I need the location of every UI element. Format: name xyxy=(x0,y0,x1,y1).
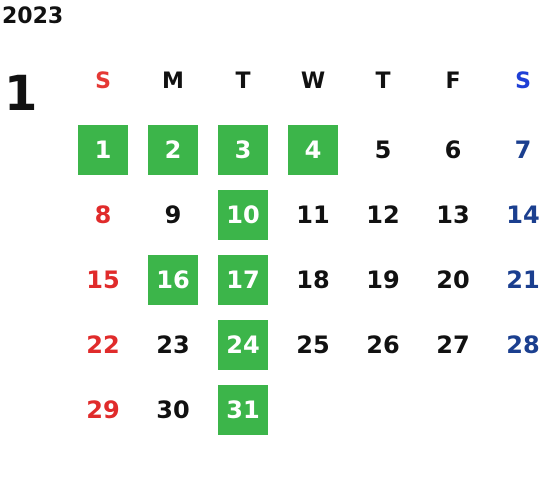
calendar-day-number: 20 xyxy=(436,266,470,294)
calendar-day-number: 16 xyxy=(148,255,198,305)
month-number: 1 xyxy=(4,66,38,122)
calendar-day-19[interactable]: 19 xyxy=(348,250,418,310)
calendar-day-6[interactable]: 6 xyxy=(418,120,488,180)
calendar-day-number: 8 xyxy=(94,201,112,229)
calendar-day-number: 30 xyxy=(156,396,190,424)
calendar-day-4[interactable]: 4 xyxy=(278,120,348,180)
calendar-day-number: 25 xyxy=(296,331,330,359)
calendar-day-7[interactable]: 7 xyxy=(488,120,548,180)
calendar-day-12[interactable]: 12 xyxy=(348,185,418,245)
weekday-header-tue: T xyxy=(235,69,251,94)
calendar-day-number: 26 xyxy=(366,331,400,359)
weekday-header-sat: S xyxy=(515,69,531,94)
calendar-day-number: 23 xyxy=(156,331,190,359)
calendar-day-3[interactable]: 3 xyxy=(208,120,278,180)
calendar-day-number: 18 xyxy=(296,266,330,294)
calendar-day-number: 15 xyxy=(86,266,120,294)
calendar-day-2[interactable]: 2 xyxy=(138,120,208,180)
calendar-day-31[interactable]: 31 xyxy=(208,380,278,440)
calendar-day-30[interactable]: 30 xyxy=(138,380,208,440)
calendar-day-number: 17 xyxy=(218,255,268,305)
weekday-header-thu: T xyxy=(375,69,391,94)
calendar-day-number: 1 xyxy=(78,125,128,175)
calendar-day-number: 24 xyxy=(218,320,268,370)
calendar-day-21[interactable]: 21 xyxy=(488,250,548,310)
calendar-day-number: 22 xyxy=(86,331,120,359)
calendar-day-25[interactable]: 25 xyxy=(278,315,348,375)
calendar-day-16[interactable]: 16 xyxy=(138,250,208,310)
calendar-day-number: 27 xyxy=(436,331,470,359)
calendar-day-number: 11 xyxy=(296,201,330,229)
calendar-day-9[interactable]: 9 xyxy=(138,185,208,245)
weekday-header-fri: F xyxy=(445,69,461,94)
calendar-day-18[interactable]: 18 xyxy=(278,250,348,310)
calendar-day-15[interactable]: 15 xyxy=(68,250,138,310)
calendar-day-number: 7 xyxy=(514,136,532,164)
calendar-day-number: 9 xyxy=(164,201,182,229)
calendar-day-number: 28 xyxy=(506,331,540,359)
calendar-day-number: 5 xyxy=(374,136,392,164)
calendar-day-20[interactable]: 20 xyxy=(418,250,488,310)
weekday-header-sun: S xyxy=(95,69,111,94)
calendar-day-number: 2 xyxy=(148,125,198,175)
calendar-day-number: 13 xyxy=(436,201,470,229)
weekday-header-row: S M T W T F S xyxy=(68,65,548,99)
calendar-day-13[interactable]: 13 xyxy=(418,185,488,245)
calendar-day-number: 3 xyxy=(218,125,268,175)
calendar-day-number: 19 xyxy=(366,266,400,294)
calendar-day-26[interactable]: 26 xyxy=(348,315,418,375)
calendar-day-number: 31 xyxy=(218,385,268,435)
calendar-day-28[interactable]: 28 xyxy=(488,315,548,375)
calendar-day-24[interactable]: 24 xyxy=(208,315,278,375)
weekday-header-wed: W xyxy=(300,69,326,94)
calendar-day-27[interactable]: 27 xyxy=(418,315,488,375)
calendar-day-number: 14 xyxy=(506,201,540,229)
weekday-header-mon: M xyxy=(162,69,184,94)
year-label: 2023 xyxy=(2,4,64,29)
calendar-day-22[interactable]: 22 xyxy=(68,315,138,375)
calendar-day-10[interactable]: 10 xyxy=(208,185,278,245)
calendar-day-17[interactable]: 17 xyxy=(208,250,278,310)
calendar-day-number: 6 xyxy=(444,136,462,164)
calendar-day-number: 10 xyxy=(218,190,268,240)
calendar-day-8[interactable]: 8 xyxy=(68,185,138,245)
calendar-day-1[interactable]: 1 xyxy=(68,120,138,180)
calendar-day-29[interactable]: 29 xyxy=(68,380,138,440)
calendar-day-number: 12 xyxy=(366,201,400,229)
calendar-day-23[interactable]: 23 xyxy=(138,315,208,375)
calendar-day-14[interactable]: 14 xyxy=(488,185,548,245)
calendar-day-number: 4 xyxy=(288,125,338,175)
calendar-day-5[interactable]: 5 xyxy=(348,120,418,180)
calendar-day-number: 21 xyxy=(506,266,540,294)
calendar-day-number: 29 xyxy=(86,396,120,424)
calendar-day-11[interactable]: 11 xyxy=(278,185,348,245)
